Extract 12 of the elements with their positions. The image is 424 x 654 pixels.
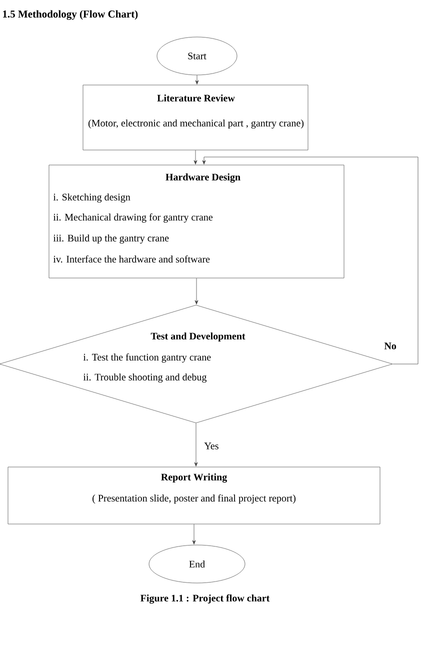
arrow [192,524,196,544]
arrow [202,156,418,364]
arrow [195,75,199,84]
heading: 1.5 Methodology (Flow Chart) [3,10,138,20]
process-box: Literature Review (Motor, electronic and mechanical part , gantry crane) [82,84,308,150]
arrow [194,423,198,466]
edge-label: Yes [203,442,220,450]
process-box: Report Writing ( Presentation slide, poster and final project report) [8,466,380,524]
process-box: Hardware Design i. Sketching design ii. Mechanical drawing for gantry crane iii. Build up the gantry crane iv. Interface the hardware and software [48,164,344,278]
arrow [194,150,198,164]
caption: Figure 1.1 : Project flow chart [140,594,270,604]
arrow [194,278,198,304]
